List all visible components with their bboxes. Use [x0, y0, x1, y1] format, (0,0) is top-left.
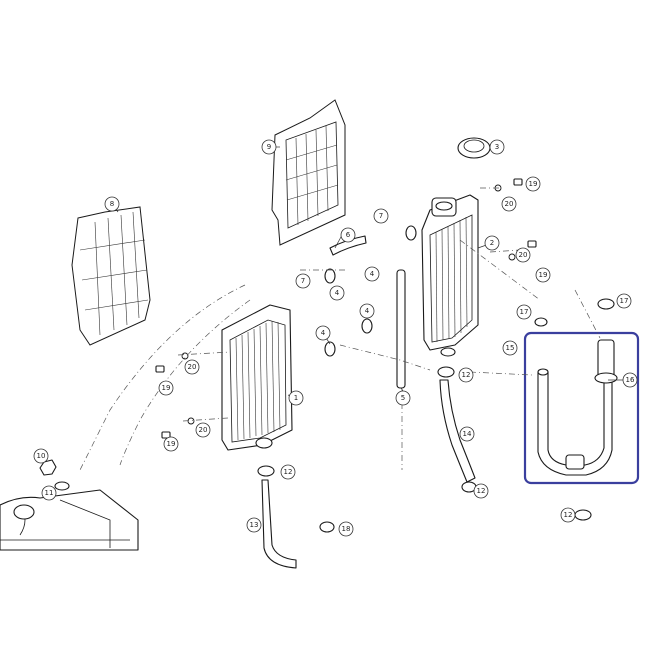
svg-text:16: 16 — [626, 376, 635, 384]
callout-7b: 7 — [295, 273, 311, 289]
svg-text:12: 12 — [462, 371, 471, 379]
svg-text:7: 7 — [301, 277, 305, 285]
svg-text:18: 18 — [342, 525, 351, 533]
svg-text:12: 12 — [564, 511, 573, 519]
svg-text:15: 15 — [506, 344, 515, 352]
callout-5: 5 — [395, 390, 411, 406]
svg-text:6: 6 — [346, 231, 351, 239]
callout-17a: 17 — [516, 304, 532, 320]
assembly-lines — [79, 187, 601, 471]
radiator-guard-left — [71, 206, 151, 346]
callout-19b: 19 — [535, 267, 551, 283]
callout-11: 11 — [41, 485, 57, 501]
svg-text:2: 2 — [490, 239, 494, 247]
callout-20a: 20 — [501, 196, 517, 212]
callout-8: 8 — [104, 196, 120, 212]
svg-text:20: 20 — [519, 251, 528, 259]
svg-text:11: 11 — [45, 489, 54, 497]
callout-14: 14 — [459, 426, 475, 442]
callout-20c: 20 — [184, 359, 200, 375]
callout-20b: 20 — [515, 247, 531, 263]
radiator-left — [221, 304, 293, 451]
svg-text:4: 4 — [365, 307, 370, 315]
svg-text:19: 19 — [539, 271, 548, 279]
callout-6: 6 — [340, 227, 356, 243]
svg-text:4: 4 — [321, 329, 326, 337]
hose-right-lower — [439, 379, 476, 483]
bolts-and-washers — [155, 178, 537, 439]
callout-10: 10 — [33, 448, 49, 464]
svg-text:3: 3 — [495, 143, 499, 151]
svg-text:8: 8 — [110, 200, 114, 208]
svg-text:4: 4 — [370, 270, 375, 278]
radiator-right — [421, 194, 479, 357]
svg-text:12: 12 — [284, 468, 293, 476]
callout-2: 2 — [484, 235, 500, 251]
callout-1: 1 — [288, 390, 304, 406]
grommets — [324, 225, 417, 357]
hose-left-lower — [261, 479, 297, 569]
svg-text:19: 19 — [529, 180, 538, 188]
svg-text:5: 5 — [401, 394, 405, 402]
small-hose — [329, 235, 367, 256]
callout-4a: 4 — [329, 285, 345, 301]
callout-15: 15 — [502, 340, 518, 356]
callout-3: 3 — [489, 139, 505, 155]
svg-text:17: 17 — [520, 308, 529, 316]
svg-text:17: 17 — [620, 297, 629, 305]
callout-9: 9 — [261, 139, 277, 155]
callout-12a: 12 — [280, 464, 296, 480]
svg-text:7: 7 — [379, 212, 383, 220]
svg-text:20: 20 — [199, 426, 208, 434]
svg-text:19: 19 — [167, 440, 176, 448]
callouts: 1 2 3 4 4 4 4 5 6 7 7 8 9 10 11 12 12 12… — [33, 139, 638, 537]
callout-7a: 7 — [373, 208, 389, 224]
callout-19d: 19 — [163, 436, 179, 452]
callout-16: 16 — [622, 372, 638, 388]
callout-17b: 17 — [616, 293, 632, 309]
svg-text:1: 1 — [294, 394, 298, 402]
svg-text:20: 20 — [188, 363, 197, 371]
svg-text:20: 20 — [505, 200, 514, 208]
svg-text:12: 12 — [477, 487, 486, 495]
svg-text:19: 19 — [162, 384, 171, 392]
radiator-cap — [457, 137, 491, 159]
callout-12d: 12 — [560, 507, 576, 523]
callout-19a: 19 — [525, 176, 541, 192]
engine-fragment — [0, 489, 139, 551]
svg-text:10: 10 — [37, 452, 46, 460]
callout-4c: 4 — [359, 303, 375, 319]
callout-13: 13 — [246, 517, 262, 533]
hose-clamps — [257, 298, 615, 533]
drain-bolt — [39, 459, 70, 491]
callout-19c: 19 — [158, 380, 174, 396]
callout-4d: 4 — [315, 325, 331, 341]
svg-text:4: 4 — [335, 289, 340, 297]
overflow-tube — [396, 269, 406, 389]
callout-18: 18 — [338, 521, 354, 537]
svg-text:14: 14 — [463, 430, 472, 438]
radiator-guard-upper — [271, 99, 346, 246]
callout-12c: 12 — [473, 483, 489, 499]
callout-12b: 12 — [458, 367, 474, 383]
hose-assembly-detail — [523, 331, 640, 485]
callout-20d: 20 — [195, 422, 211, 438]
svg-text:13: 13 — [250, 521, 259, 529]
callout-4b: 4 — [364, 266, 380, 282]
svg-text:9: 9 — [267, 143, 271, 151]
